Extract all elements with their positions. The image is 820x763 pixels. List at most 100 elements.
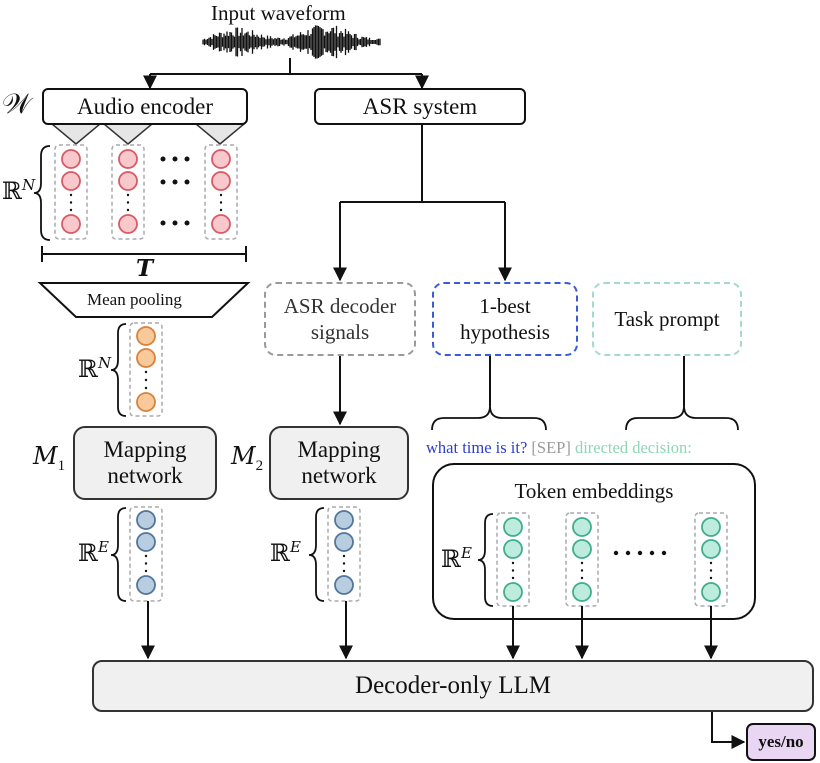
- token-text-hyp: what time is it?: [426, 438, 528, 457]
- token-emb-node: [701, 539, 721, 559]
- encoder-frame-node: [211, 171, 231, 191]
- encoder-frame-node: [61, 149, 81, 169]
- token-emb-ellipsis: [580, 569, 584, 572]
- mapped-emb1-node: [136, 532, 156, 552]
- m1-symbol: M1: [33, 442, 66, 474]
- asr-decoder-signals-line2: signals: [310, 320, 370, 344]
- mapping-network-2-line2: network: [301, 463, 377, 488]
- encoder-frame-ellipsis: [126, 208, 130, 212]
- encoder-frame-ellipsis: [219, 193, 223, 197]
- hypothesis-line1: 1-best: [479, 293, 531, 318]
- audio-encoder-box: Audio encoder: [42, 88, 248, 125]
- decoder-llm-label: Decoder-only LLM: [355, 672, 551, 699]
- waveform-trace: [202, 25, 381, 59]
- mapped-emb1-ellipsis: [144, 569, 148, 573]
- token-text-sep: [SEP]: [531, 438, 571, 457]
- decoder-llm-box: Decoder-only LLM: [92, 660, 814, 712]
- token-emb-ellipsis: [709, 576, 713, 580]
- asr-system-label: ASR system: [362, 93, 478, 119]
- waveform-icon: [202, 25, 381, 59]
- mapped-emb2-ellipsis: [342, 569, 346, 573]
- mean-pooling-label: Mean pooling: [87, 290, 182, 309]
- pooled-node: [136, 392, 156, 412]
- pooled-ellipsis: [144, 370, 148, 374]
- encoder-frame-node: [118, 171, 138, 191]
- time-label: T: [136, 255, 154, 282]
- encoder-frame-node: [211, 149, 231, 169]
- token-emb-ellipsis: [580, 561, 584, 565]
- token-emb-node: [503, 517, 523, 537]
- token-emb-ellipsis: [580, 576, 584, 580]
- token-emb-node: [572, 539, 592, 559]
- token-emb-dim-label: ℝE: [441, 544, 472, 573]
- mapped-emb2-ellipsis: [342, 562, 346, 565]
- pooled-dim-label: ℝN: [78, 354, 112, 383]
- task-prompt-label: Task prompt: [614, 306, 720, 331]
- output-label: yes/no: [758, 732, 804, 751]
- connection-arrows: [141, 124, 746, 749]
- encoder-frame-ellipsis: [219, 208, 223, 212]
- token-emb-ellipsis: [511, 561, 515, 565]
- input-waveform-label: Input waveform: [211, 1, 346, 25]
- waveform-arrows: [143, 58, 429, 90]
- mapping-network-1-line2: network: [107, 463, 183, 488]
- pooled-ellipsis: [144, 378, 148, 382]
- encoder-frame-ellipsis: [69, 201, 73, 204]
- audio-encoder-label: Audio encoder: [76, 93, 214, 119]
- token-emb-node: [572, 517, 592, 537]
- encoder-frame-ellipsis: [69, 208, 73, 212]
- emb1-dim-label: ℝE: [78, 538, 109, 567]
- token-emb-node: [572, 582, 592, 602]
- embedding-nodes: [61, 149, 721, 602]
- token-emb-ellipsis: [709, 569, 713, 572]
- encoder-frame-ellipsis: [69, 193, 73, 197]
- encoder-frame-ellipsis: [219, 201, 223, 204]
- mapped-emb2-ellipsis: [342, 554, 346, 558]
- emb2-dim-label: ℝE: [270, 538, 301, 567]
- mapped-emb2-node: [334, 510, 354, 530]
- encoder-frame-node: [61, 214, 81, 234]
- mapped-emb1-ellipsis: [144, 562, 148, 565]
- asr-decoder-signals-line1: ASR decoder: [283, 293, 397, 318]
- pooled-node: [136, 348, 156, 368]
- mapped-emb1-ellipsis: [144, 554, 148, 558]
- m2-symbol: M2: [231, 442, 264, 474]
- token-emb-ellipsis: [511, 576, 515, 580]
- mean-pooling-shape: [37, 282, 251, 318]
- mapped-emb2-node: [334, 575, 354, 595]
- mapping-network-2: Mapping network: [269, 426, 409, 500]
- asr-system-box: ASR system: [314, 88, 526, 125]
- asr-decoder-signals-box: ASR decoder signals: [264, 282, 416, 356]
- encoder-frame-node: [118, 149, 138, 169]
- mapped-emb2-node: [334, 532, 354, 552]
- encoder-dim-label: ℝN: [2, 176, 36, 205]
- hypothesis-box: 1-best hypothesis: [432, 282, 578, 356]
- output-box: yes/no: [746, 723, 816, 761]
- token-emb-node: [503, 582, 523, 602]
- mapping-network-1: Mapping network: [73, 426, 217, 500]
- pooled-node: [136, 326, 156, 346]
- mapping-network-2-line1: Mapping: [297, 436, 381, 462]
- task-prompt-box: Task prompt: [592, 282, 742, 356]
- token-emb-node: [701, 582, 721, 602]
- token-text-line: what time is it? [SEP] directed decision…: [426, 438, 692, 457]
- pooled-ellipsis: [144, 386, 148, 390]
- encoder-frame-ellipsis: [126, 193, 130, 197]
- encoder-frame-node: [211, 214, 231, 234]
- token-emb-ellipsis: [511, 569, 515, 572]
- token-embeddings-box: Token embeddings: [432, 463, 756, 620]
- token-embeddings-label: Token embeddings: [514, 479, 674, 503]
- mapped-emb1-node: [136, 575, 156, 595]
- mapped-emb1-node: [136, 510, 156, 530]
- token-emb-node: [701, 517, 721, 537]
- mapping-network-1-line1: Mapping: [103, 436, 187, 462]
- time-axis: [41, 246, 247, 262]
- token-emb-ellipsis: [709, 561, 713, 565]
- token-text-prompt: directed decision:: [574, 438, 692, 457]
- encoder-funnels: [49, 123, 247, 145]
- token-emb-node: [503, 539, 523, 559]
- encoder-frame-ellipsis: [126, 201, 130, 204]
- audio-encoder-symbol: 𝒲: [2, 87, 32, 120]
- encoder-frame-node: [118, 214, 138, 234]
